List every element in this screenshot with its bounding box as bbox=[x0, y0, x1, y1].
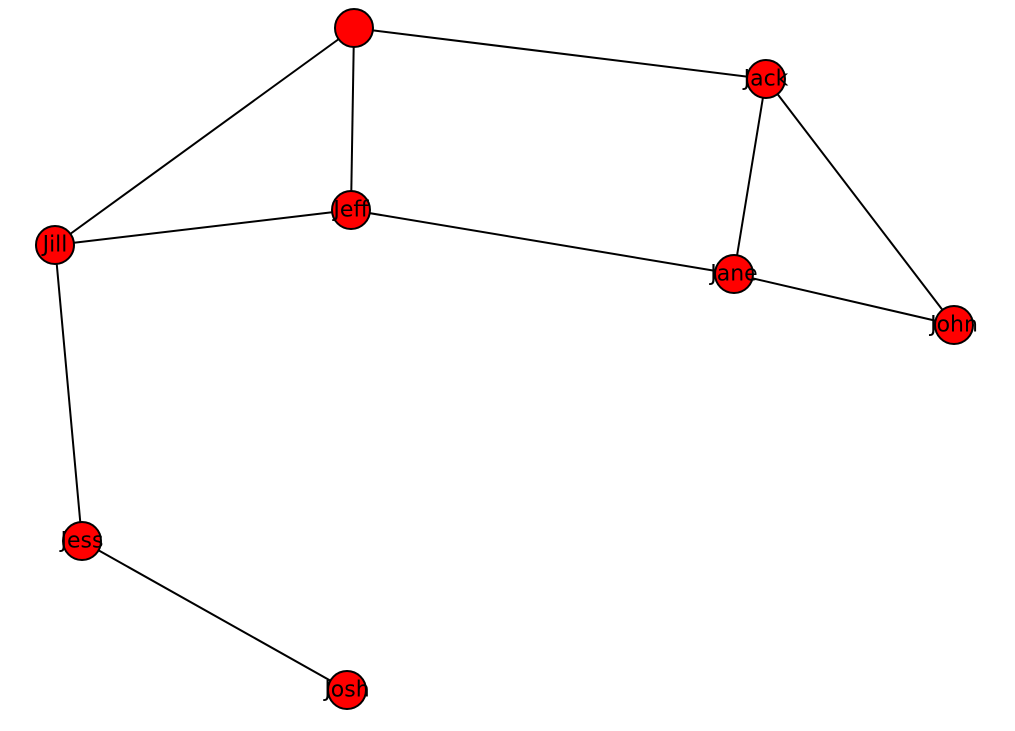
node-label: Jack bbox=[742, 67, 789, 92]
node-label: Jess bbox=[59, 529, 104, 554]
node-circle bbox=[62, 521, 102, 561]
node-circle bbox=[327, 670, 367, 710]
node-jeff: Jeff bbox=[331, 190, 371, 230]
node-circle bbox=[934, 305, 974, 345]
edge-Jeff-Jane bbox=[350, 209, 735, 275]
node-jess: Jess bbox=[59, 521, 104, 561]
node-label: Josh bbox=[322, 678, 369, 703]
edge-n0-Jeff bbox=[350, 27, 355, 211]
node-unlabeled bbox=[334, 8, 374, 48]
node-circle bbox=[714, 254, 754, 294]
node-label: Jane bbox=[708, 262, 757, 287]
node-jane: Jane bbox=[708, 254, 758, 294]
node-circle bbox=[746, 59, 786, 99]
edge-n0-Jack bbox=[353, 27, 767, 80]
node-label: John bbox=[928, 313, 978, 338]
node-jill: Jill bbox=[35, 225, 75, 265]
node-circle bbox=[334, 8, 374, 48]
edge-Jack-Jane bbox=[733, 78, 767, 275]
node-circle bbox=[35, 225, 75, 265]
edge-Jess-Josh bbox=[81, 540, 348, 691]
node-jack: Jack bbox=[742, 59, 789, 99]
edge-n0-Jill bbox=[54, 27, 355, 246]
node-circle bbox=[331, 190, 371, 230]
edge-Jill-Jess bbox=[54, 244, 83, 542]
node-john: John bbox=[928, 305, 978, 345]
node-label: Jeff bbox=[331, 198, 369, 223]
edge-Jack-John bbox=[765, 78, 955, 326]
node-josh: Josh bbox=[322, 670, 370, 710]
edges-layer bbox=[54, 27, 955, 691]
edge-Jane-John bbox=[733, 273, 955, 326]
edge-Jill-Jeff bbox=[54, 209, 352, 246]
node-label: Jill bbox=[41, 233, 68, 258]
